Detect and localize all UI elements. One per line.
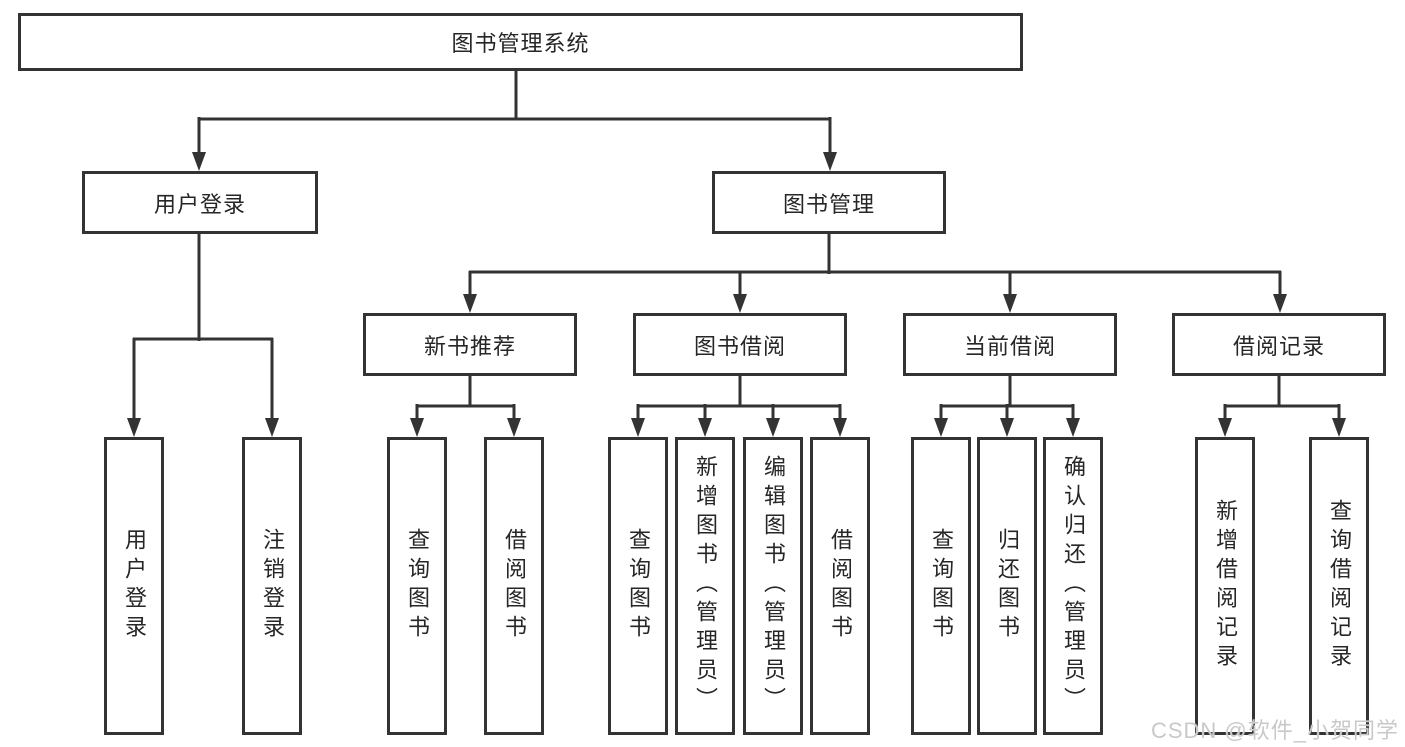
leaf-query-book-borrow: 查询图书 bbox=[608, 437, 668, 735]
node-new-book-recommend: 新书推荐 bbox=[363, 313, 577, 376]
leaf-confirm-return-admin-label: 确认归还（管理员） bbox=[1061, 455, 1086, 717]
leaf-query-book-current-label: 查询图书 bbox=[929, 527, 954, 645]
leaf-return-book-label: 归还图书 bbox=[995, 527, 1020, 645]
leaf-query-book-borrow-label: 查询图书 bbox=[626, 527, 651, 645]
node-book-management: 图书管理 bbox=[712, 171, 946, 234]
leaf-query-borrow-record: 查询借阅记录 bbox=[1309, 437, 1369, 735]
leaf-return-book: 归还图书 bbox=[977, 437, 1037, 735]
node-borrow-records: 借阅记录 bbox=[1172, 313, 1386, 376]
leaf-borrow-book: 借阅图书 bbox=[810, 437, 870, 735]
leaf-borrow-book-recommend-label: 借阅图书 bbox=[502, 527, 527, 645]
leaf-query-book-recommend-label: 查询图书 bbox=[405, 527, 430, 645]
leaf-borrow-book-recommend: 借阅图书 bbox=[484, 437, 544, 735]
leaf-add-book-admin-label: 新增图书（管理员） bbox=[693, 455, 718, 717]
leaf-user-login: 用户登录 bbox=[104, 437, 164, 735]
leaf-user-login-label: 用户登录 bbox=[122, 527, 147, 645]
leaf-add-book-admin: 新增图书（管理员） bbox=[675, 437, 735, 735]
node-current-borrow: 当前借阅 bbox=[903, 313, 1117, 376]
leaf-logout: 注销登录 bbox=[242, 437, 302, 735]
leaf-logout-label: 注销登录 bbox=[260, 527, 285, 645]
leaf-add-borrow-record: 新增借阅记录 bbox=[1195, 437, 1255, 735]
leaf-confirm-return-admin: 确认归还（管理员） bbox=[1043, 437, 1103, 735]
leaf-edit-book-admin: 编辑图书（管理员） bbox=[743, 437, 803, 735]
node-library-system: 图书管理系统 bbox=[18, 13, 1023, 71]
leaf-query-book-recommend: 查询图书 bbox=[387, 437, 447, 735]
leaf-borrow-book-label: 借阅图书 bbox=[828, 527, 853, 645]
watermark-csdn: CSDN @软件_小贺同学 bbox=[1150, 718, 1399, 743]
node-user-login: 用户登录 bbox=[82, 171, 318, 234]
leaf-edit-book-admin-label: 编辑图书（管理员） bbox=[761, 455, 786, 717]
node-book-borrow: 图书借阅 bbox=[633, 313, 847, 376]
leaf-query-book-current: 查询图书 bbox=[911, 437, 971, 735]
leaf-add-borrow-record-label: 新增借阅记录 bbox=[1213, 498, 1238, 674]
leaf-query-borrow-record-label: 查询借阅记录 bbox=[1327, 498, 1352, 674]
